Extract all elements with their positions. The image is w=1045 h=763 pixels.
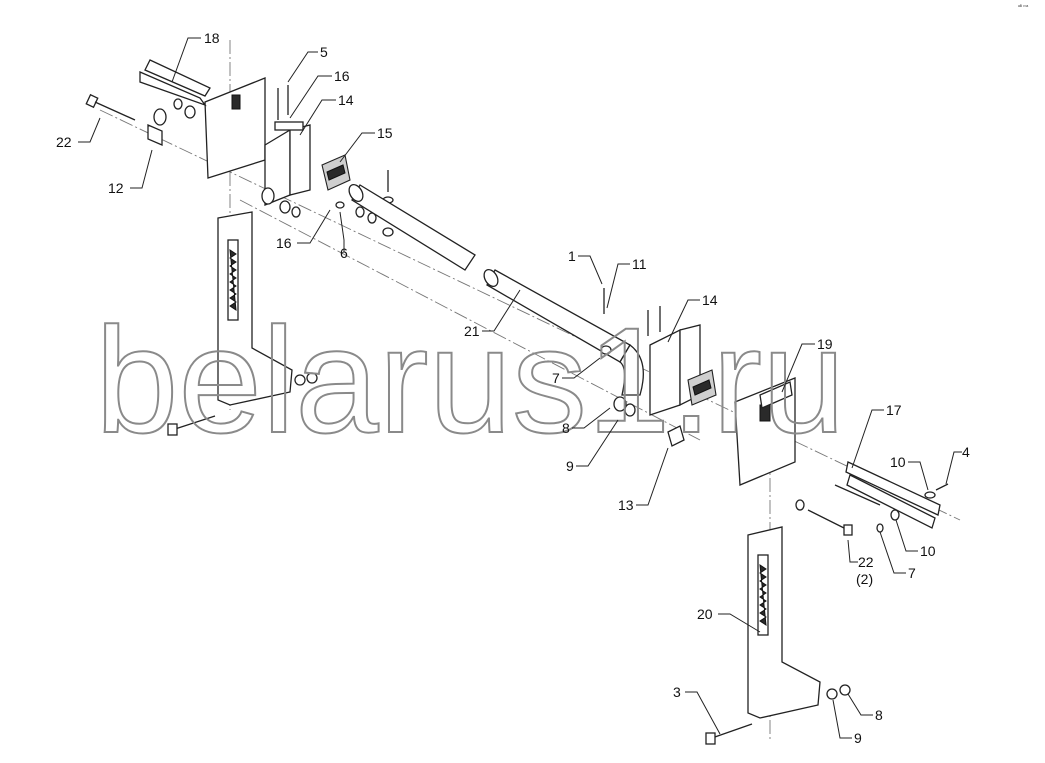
right-long-bars — [795, 461, 949, 536]
right-side-bracket — [734, 377, 796, 486]
callout-labels: 18 5 16 14 15 22 12 16 6 1 11 14 21 7 19… — [56, 30, 970, 746]
left-long-bolt — [85, 93, 136, 121]
leader-lines — [78, 37, 962, 739]
left-vertical-arm — [167, 211, 318, 436]
callout-8-center: 8 — [562, 420, 570, 436]
left-spacers — [147, 98, 196, 146]
callout-22-left: 22 — [56, 134, 72, 150]
callout-19: 19 — [817, 336, 833, 352]
callout-10-bottom: 10 — [920, 543, 936, 559]
callout-15: 15 — [377, 125, 393, 141]
callout-10-top: 10 — [890, 454, 906, 470]
callout-11: 11 — [632, 256, 647, 272]
callout-22-right: 22 — [858, 554, 874, 570]
callout-12: 12 — [108, 180, 124, 196]
callout-9-center: 9 — [566, 458, 574, 474]
corner-mark: ᵃᴮ ʳᵒᵃ — [1018, 4, 1028, 10]
callout-6: 6 — [340, 245, 348, 261]
callout-16-bottom: 16 — [276, 235, 292, 251]
callout-18: 18 — [204, 30, 220, 46]
callout-8-bottom: 8 — [875, 707, 883, 723]
callout-21: 21 — [464, 323, 480, 339]
callout-14-right: 14 — [702, 292, 718, 308]
callout-3: 3 — [673, 684, 681, 700]
callout-16-top: 16 — [334, 68, 350, 84]
callout-7-right: 7 — [908, 565, 916, 581]
callout-9-bottom: 9 — [854, 730, 862, 746]
callout-17: 17 — [886, 402, 902, 418]
right-vertical-arm — [705, 526, 851, 745]
callout-14-left: 14 — [338, 92, 354, 108]
callout-20: 20 — [697, 606, 713, 622]
shaft — [348, 183, 644, 396]
callout-1: 1 — [568, 248, 576, 264]
watermark-text: belarus1.ru — [95, 296, 845, 464]
callout-7-center: 7 — [552, 370, 560, 386]
callout-13: 13 — [618, 497, 634, 513]
callout-5: 5 — [320, 44, 328, 60]
left-clamp-assembly — [261, 85, 394, 237]
callout-4: 4 — [962, 444, 970, 460]
callout-22-quantity: (2) — [856, 571, 873, 587]
right-clamp-assembly — [600, 288, 717, 447]
